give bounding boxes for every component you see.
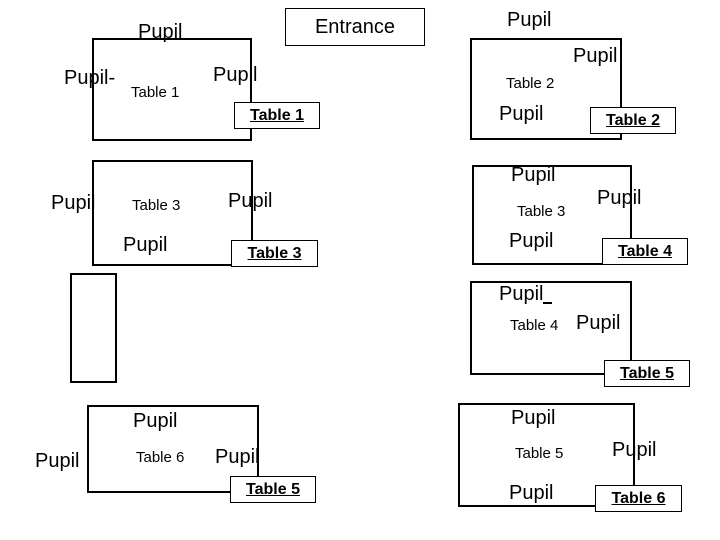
table-3-label: Table 3	[132, 197, 181, 214]
table-5-label: Table 5	[515, 445, 564, 462]
table-4b-box	[470, 281, 632, 375]
table-6-tag: Table 6	[595, 485, 682, 512]
pupil-label: Pupil	[35, 450, 80, 472]
pupil-label: Pupil	[576, 312, 621, 334]
pupil-label: Pupil	[51, 192, 96, 214]
pupil-label: Pupil	[499, 284, 553, 304]
pupil-label: Pupil	[213, 64, 258, 86]
entrance-label-box: Entrance	[285, 8, 425, 46]
pupil-label: Pupil	[509, 230, 554, 252]
pupil-label: Pupil	[612, 439, 657, 461]
pupil-label: Pupil	[228, 190, 273, 212]
table-4-label: Table 4	[510, 317, 559, 334]
pupil-label: Pupil	[133, 410, 178, 432]
entrance-label: Entrance	[314, 15, 396, 38]
table-2-tag: Table 2	[590, 107, 676, 134]
table-5-tag: Table 5	[604, 360, 690, 387]
table-3-label: Table 3	[517, 203, 566, 220]
pupil-label: Pupil	[511, 164, 556, 186]
pupil-label: Pupil	[123, 234, 168, 256]
table-6-label: Table 6	[136, 449, 185, 466]
table-4-tag: Table 4	[602, 238, 688, 265]
pupil-label: Pupil	[509, 482, 554, 504]
table-3-box	[92, 160, 253, 266]
pupil-label: Pupil	[507, 9, 552, 31]
small-rectangle	[70, 273, 117, 383]
pupil-label: Pupil	[215, 446, 260, 468]
table-2-label: Table 2	[506, 75, 555, 92]
table-1-label: Table 1	[131, 84, 180, 101]
table-3-tag: Table 3	[231, 240, 318, 267]
pupil-label: Pupil	[573, 45, 618, 67]
pupil-label: Pupil	[511, 407, 556, 429]
pupil-label: Pupil	[138, 21, 183, 43]
pupil-label: Pupil-	[64, 67, 116, 89]
table-1-box	[92, 38, 252, 141]
table-5-tag: Table 5	[230, 476, 316, 503]
pupil-label: Pupil	[499, 103, 544, 125]
pupil-label: Pupil	[597, 187, 642, 209]
table-1-tag: Table 1	[234, 102, 320, 129]
